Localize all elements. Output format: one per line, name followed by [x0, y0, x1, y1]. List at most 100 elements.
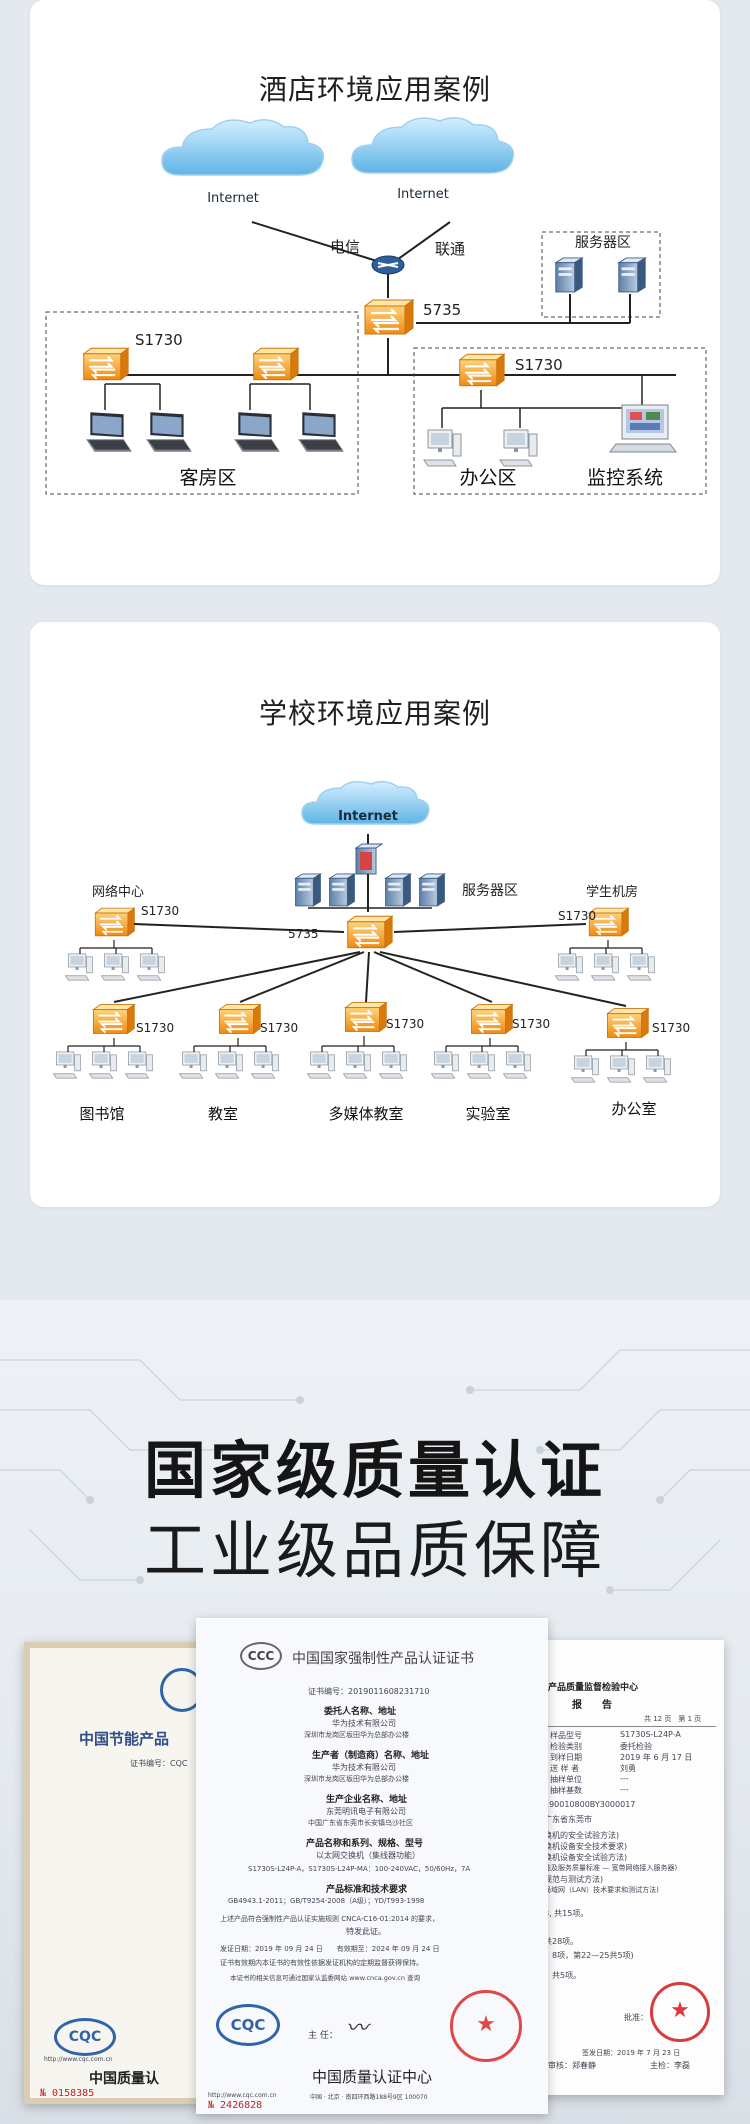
certificate-number: 证书编号：CQC: [130, 1759, 188, 1768]
library-label: 图书馆: [79, 1105, 124, 1123]
server-icon: [329, 873, 355, 907]
report-field-value: ---: [620, 1774, 629, 1783]
office-switch-label: S1730: [515, 356, 563, 374]
ccc-field-value: S1730S-L24P-A，S1730S-L24P-MA：100-240VAC，…: [248, 1865, 471, 1873]
ccc-title: 中国国家强制性产品认证证书: [292, 1651, 474, 1667]
energy-saving-certificate: 中国节能产品 证书编号：CQC CQC 中国质量认 http://www.cqc…: [24, 1642, 224, 2104]
ccc-field-label: 产品名称和系列、规格、型号: [306, 1839, 424, 1849]
ccc-field-value: 华为技术有限公司: [332, 1719, 396, 1728]
pc-group: [53, 1051, 671, 1083]
report-text: 8, 共15项。: [544, 1909, 589, 1918]
ccc-field-value: 中国广东省东莞市长安镇乌沙社区: [308, 1819, 413, 1827]
report-field-value: 委托检验: [620, 1742, 652, 1751]
cqc-logo-icon: CQC: [216, 2004, 280, 2046]
ccc-dates: 发证日期：2019 年 09 月 24 日 有效期至：2024 年 09 月 2…: [220, 1945, 440, 1953]
report-text: 能及服务质量标准 — 宽带网络接入服务器): [544, 1864, 678, 1872]
report-text: 局域网（LAN）技术要求和测试方法): [544, 1886, 659, 1894]
report-text: 广东省东莞市: [544, 1815, 592, 1824]
report-center: 产品质量监督检验中心: [548, 1683, 639, 1693]
guest-zone-label: 客房区: [179, 467, 236, 489]
report-text: 共28项。: [544, 1937, 579, 1946]
report-field-label: 抽样单位: [550, 1775, 582, 1784]
report-field-value: S1730S-L24P-A: [620, 1730, 681, 1739]
cqc-logo-icon: CQC: [54, 2018, 116, 2056]
headline-quality-certification: 国家级质量认证: [143, 1434, 606, 1507]
monitor-zone-label: 监控系统: [587, 467, 663, 489]
hotel-case-title: 酒店环境应用案例: [258, 73, 491, 106]
office-switch-icon: [458, 353, 506, 387]
server-icon: [419, 873, 445, 907]
circuit-decoration: [0, 1349, 750, 1594]
report-field-label: 抽样基数: [550, 1786, 582, 1795]
report-text: 换机的安全试验方法): [544, 1831, 620, 1840]
access-switch-icon: [92, 1003, 136, 1035]
report-text: ：8项，第22—25共5项): [544, 1951, 634, 1960]
report-field-label: 送 样 者: [550, 1764, 580, 1773]
net-center-label: 网络中心: [92, 884, 144, 900]
ccc-note: 本证书的相关信息可通过国家认监委网站 www.cnca.gov.cn 查询: [230, 1974, 421, 1982]
core-switch-label: 5735: [423, 301, 461, 319]
office-label: 办公室: [611, 1100, 656, 1118]
ccc-field-label: 生产企业名称、地址: [326, 1795, 408, 1805]
ccc-director-label: 主 任：: [308, 2031, 338, 2041]
report-page: 共 12 页 第 1 页: [644, 1715, 702, 1723]
ccc-note: 证书有效期内本证书的有效性依据发证机构的定期监督获得保持。: [220, 1959, 423, 1967]
director-signature-icon: 〰: [346, 2016, 369, 2041]
ccc-field-value: 以太网交换机（集线器功能）: [316, 1851, 420, 1860]
ccc-statement: 特发此证。: [346, 1927, 386, 1936]
school-case-card: 学校环境应用案例 Internet 服务器区 5735 网络中心 S1730 学…: [30, 622, 720, 1207]
classroom-label: 教室: [208, 1105, 238, 1123]
school-case-title: 学校环境应用案例: [258, 697, 491, 730]
ccc-certificate: CCC 中国国家强制性产品认证证书 证书编号：2019011608231710 …: [196, 1618, 548, 2114]
laptop-icon: [146, 412, 192, 452]
report-field-label: 到样日期: [550, 1753, 582, 1762]
cloud-label: Internet: [338, 809, 398, 824]
core-switch-icon: [346, 915, 394, 949]
school-network-diagram: Internet 服务器区 5735 网络中心 S1730 学生机房 S1730: [53, 780, 690, 1123]
switch-label: S1730: [652, 1021, 690, 1035]
access-switch-icon: [94, 907, 136, 937]
report-field-label: 检验类别: [550, 1742, 582, 1751]
office-zone-label: 办公区: [459, 467, 516, 489]
guest-switch-icon: [252, 347, 300, 381]
ccc-address: 中国 · 北京 · 南四环西路188号9区 100070: [310, 2094, 428, 2101]
laptop-icon: [298, 412, 344, 452]
isp-unicom-label: 联通: [435, 240, 465, 258]
cloud-label: Internet: [397, 187, 449, 202]
desktop-pc-icon: [423, 429, 462, 467]
internet-cloud-icon: Internet: [161, 119, 325, 206]
report-field-value: 刘勇: [620, 1764, 636, 1773]
ccc-statement: 上述产品符合强制性产品认证实施规则 CNCA-C16-01:2014 的要求，: [220, 1915, 440, 1923]
ccc-field-value: 东莞明讯电子有限公司: [326, 1807, 406, 1816]
access-switch-icon: [218, 1003, 262, 1035]
switch-label: S1730: [386, 1017, 424, 1031]
headline-industrial-quality: 工业级品质保障: [143, 1514, 606, 1587]
ccc-field-value: GB4943.1-2011；GB/T9254-2008（A级）；YD/T993-…: [228, 1897, 425, 1905]
ccc-url: http://www.cqc.com.cn: [208, 2092, 277, 2099]
report-text: 规范与测试方法): [544, 1875, 604, 1884]
ccc-field-label: 产品标准和技术要求: [326, 1885, 408, 1895]
internet-cloud-icon: Internet: [351, 117, 515, 202]
switch-label: S1730: [141, 904, 179, 918]
certificate-org: 中国质量认: [89, 2071, 159, 2087]
monitoring-station-icon: [609, 404, 677, 453]
router-icon: [371, 255, 405, 275]
lab-label: 实验室: [465, 1105, 510, 1123]
access-switch-icon: [344, 1001, 388, 1033]
guest-switch-icon: [82, 347, 130, 381]
switch-label: S1730: [512, 1017, 550, 1031]
report-approve-label: 批准：: [624, 2013, 648, 2022]
certificate-serial: № 0158385: [40, 2088, 95, 2099]
report-text: 换机设备安全技术要求): [544, 1842, 628, 1851]
ccc-field-value: 华为技术有限公司: [332, 1763, 396, 1772]
server-icon: [555, 257, 583, 293]
hotel-case-card: 酒店环境应用案例: [30, 0, 720, 585]
guest-zone-box: [45, 311, 359, 495]
hotel-network-diagram: Internet Internet 电信 联通 5735 服务器区: [45, 117, 707, 495]
core-switch-icon: [363, 298, 415, 336]
switch-label: S1730: [136, 1021, 174, 1035]
server-zone-label: 服务器区: [462, 883, 518, 899]
report-field-label: 样品型号: [550, 1731, 582, 1740]
laptop-icon: [86, 412, 132, 452]
